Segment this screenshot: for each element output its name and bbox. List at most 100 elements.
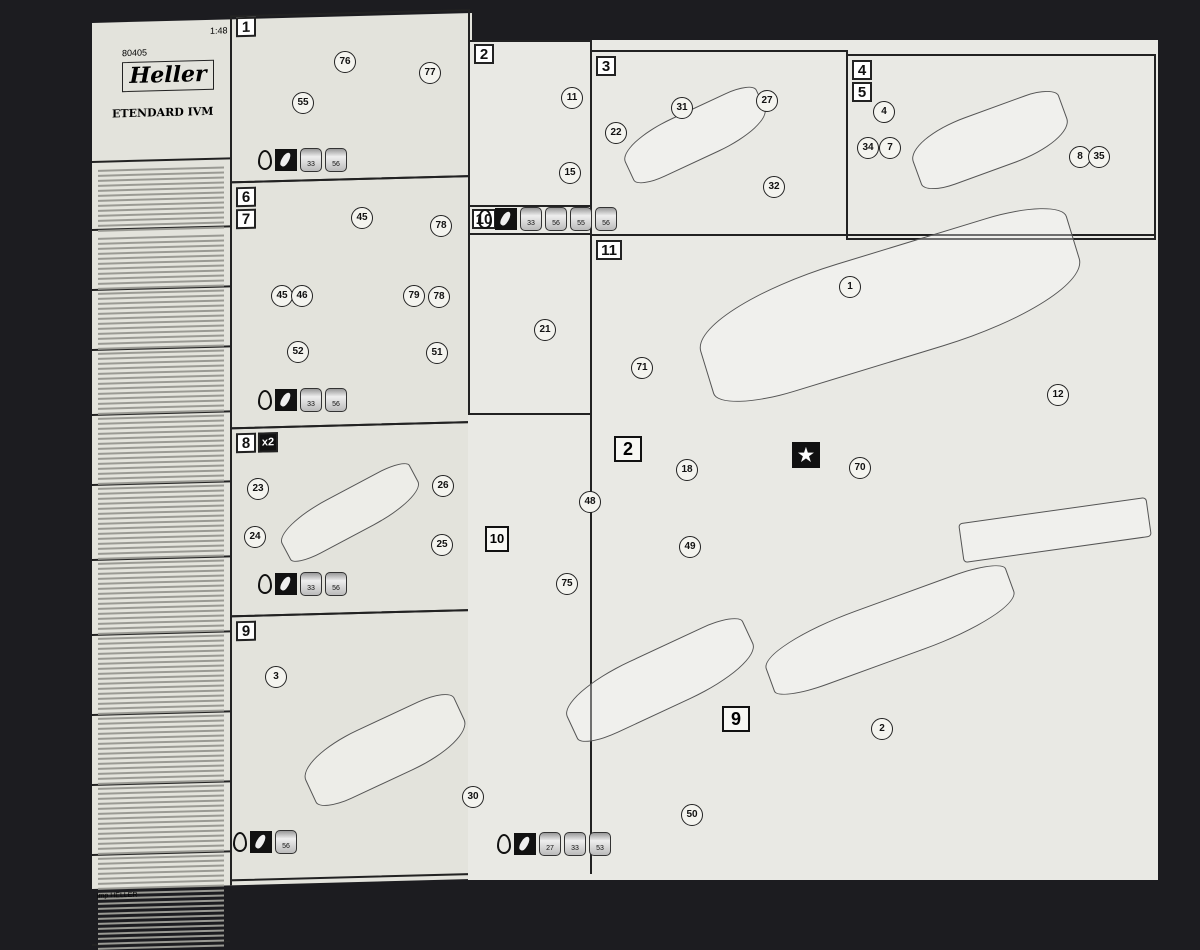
part-number-callout: 50 [681,804,703,826]
paint-brush-icon [275,149,297,171]
paint-tin-icon: 56 [325,572,347,596]
part-number-callout: 22 [605,122,627,144]
part-number-callout: 2 [871,718,893,740]
paint-brush-icon [275,573,297,595]
translation-paragraph [92,227,230,295]
part-number-callout: 1 [839,276,861,298]
part-number-callout: 32 [763,176,785,198]
step-11-panel: 11 [590,234,1156,874]
paint-tin-icon: 55 [570,207,592,231]
paint-brush-icon [495,208,517,230]
step-number: 1 [236,16,256,38]
paint-tin-icon: 56 [545,207,567,231]
part-number-callout: 46 [291,285,313,307]
part-number-callout: 55 [292,92,314,114]
step-number: 2 [474,44,494,64]
paint-tin-icon: 33 [520,207,542,231]
part-number-callout: 3 [265,666,287,688]
paint-tin-icon: 33 [300,572,322,596]
translation-paragraph [92,712,230,790]
step-number: 3 [596,56,616,76]
translation-paragraph [92,159,230,232]
glue-drop-icon [497,834,511,854]
translation-paragraph [92,412,230,490]
part-number-callout: 34 [857,137,879,159]
paint-tin-icon: 56 [325,388,347,412]
translation-paragraph [92,347,230,420]
part-number-callout: 71 [631,357,653,379]
paint-tin-icon: 56 [275,830,297,854]
step-number: 8 [236,432,256,454]
paint-tin-icon: 33 [300,388,322,412]
part-number-callout: 78 [428,286,450,308]
step-number: 9 [236,620,256,642]
part-number-callout: 45 [351,207,373,229]
part-number-callout: 21 [534,319,556,341]
part-number-callout: 11 [561,87,583,109]
quantity-badge: x2 [258,432,278,453]
translation-paragraph [92,632,230,720]
step-number: 4 [852,60,872,80]
part-number-callout: 76 [334,51,356,73]
part-number-callout: 7 [879,137,901,159]
model-title: ETENDARD IVM [112,104,214,121]
translation-paragraph [92,782,230,860]
part-number-callout: 30 [462,786,484,808]
glue-drop-icon [233,832,247,852]
glue-drop-icon [258,150,272,170]
part-number-callout: 45 [271,285,293,307]
kit-number: 80405 [122,47,148,59]
glue-drop-icon [258,574,272,594]
paint-tin-icon: 56 [325,148,347,172]
paint-tin-icon: 53 [589,832,611,856]
part-number-callout: 24 [244,526,266,548]
part-number-callout: 49 [679,536,701,558]
translation-paragraph [92,287,230,355]
paint-tin-icon: 33 [300,148,322,172]
part-number-callout: 52 [287,341,309,363]
assembly-ref-10: 10 [485,526,509,552]
part-number-callout: 70 [849,457,871,479]
part-number-callout: 25 [431,534,453,556]
step-number: 6 [236,186,256,208]
part-number-callout: 51 [426,342,448,364]
part-number-callout: 31 [671,97,693,119]
footer-imprint: imp HELLER [97,891,138,900]
glue-drop-icon [478,209,492,229]
step-number: 5 [852,82,872,102]
part-number-callout: 15 [559,162,581,184]
part-number-callout: 18 [676,459,698,481]
step-number: 11 [596,240,622,260]
part-number-callout: 12 [1047,384,1069,406]
part-number-callout: 35 [1088,146,1110,168]
step-10-panel: 10 [468,205,592,415]
part-number-callout: 75 [556,573,578,595]
step-4-5-panel: 4 5 [846,54,1156,240]
scale: 1:48 [210,25,228,36]
part-number-callout: 26 [432,475,454,497]
assembly-ref-2: 2 [614,436,642,462]
heller-logo: Heller [122,59,214,93]
part-number-callout: 79 [403,285,425,307]
translation-paragraph [92,557,230,640]
paint-tin-icon: 56 [595,207,617,231]
paint-tin-icon: 33 [564,832,586,856]
part-number-callout: 23 [247,478,269,500]
text-column: 80405 1:48 Heller ETENDARD IVM [92,19,232,950]
part-number-callout: 4 [873,101,895,123]
part-number-callout: 77 [419,62,441,84]
paint-brush-icon [275,389,297,411]
paint-tin-icon: 27 [539,832,561,856]
translation-paragraph [92,482,230,565]
paint-brush-icon [250,831,272,853]
decal-star-icon: ★ [792,442,820,468]
step-number: 7 [236,208,256,230]
paint-legend-p9: 56 [233,830,297,854]
part-number-callout: 27 [756,90,778,112]
paint-brush-icon [514,833,536,855]
